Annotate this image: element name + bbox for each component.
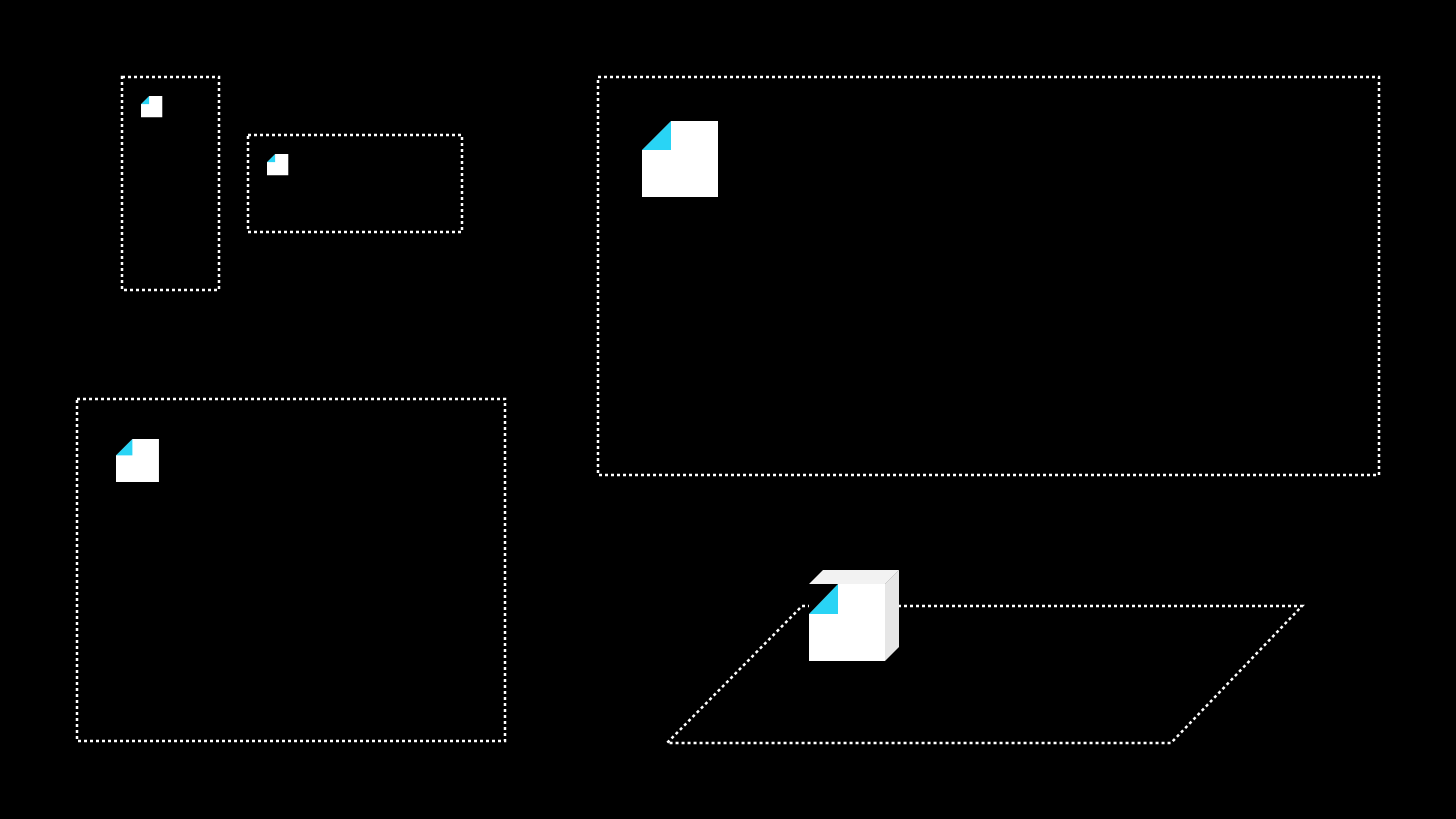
folded-corner-square-icon [642,121,718,197]
frame-square-like [75,397,507,743]
dashed-parallelogram [664,604,1305,745]
dashed-frame [120,75,221,292]
folded-corner-square-icon [116,439,159,482]
folded-corner-cube-icon [809,570,899,661]
dashed-frame [596,75,1381,477]
frame-narrow-portrait [120,75,221,292]
folded-corner-square-icon [267,154,289,176]
frame-floor-plane [664,570,1305,745]
frame-large-landscape [596,75,1381,477]
folded-corner-square-icon [141,96,163,118]
dashed-frame [246,133,464,234]
frame-wide-landscape [246,133,464,234]
dashed-frame [75,397,507,743]
